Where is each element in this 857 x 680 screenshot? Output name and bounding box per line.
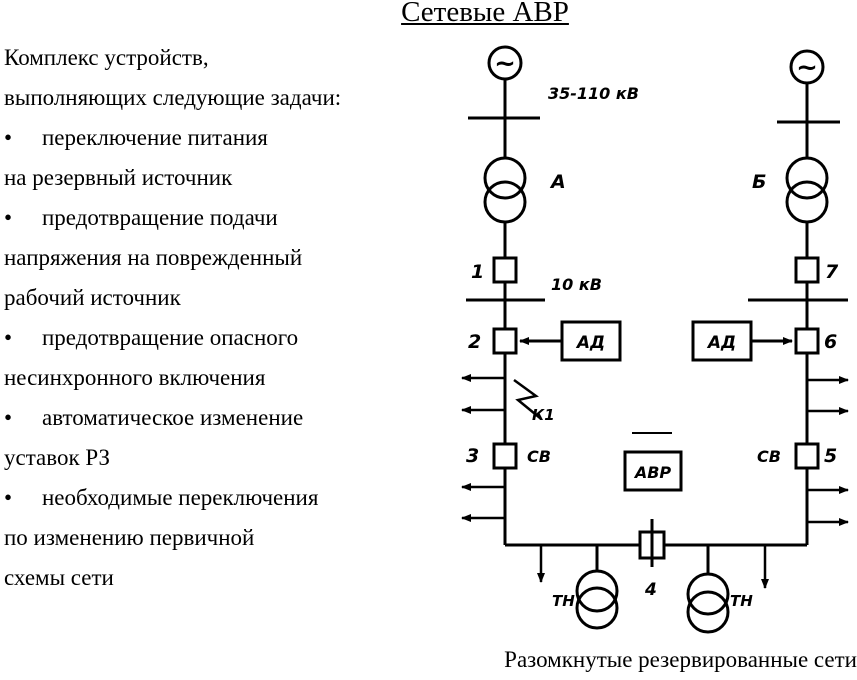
bullet-continuation: схемы сети (4, 565, 114, 590)
breaker-2 (492, 327, 518, 355)
sv-label-right: СВ (757, 447, 781, 466)
bullet-text: предотвращение подачи (42, 205, 278, 230)
bullet-text: необходимые переключения (42, 485, 319, 510)
breaker-6 (794, 327, 820, 355)
breaker-1 (492, 256, 518, 284)
generator-b (789, 49, 825, 122)
voltage-transformer-right (686, 545, 730, 634)
avr-label: АВР (633, 463, 672, 482)
source-a-label: А (549, 171, 566, 193)
fault-k1-label: К1 (532, 406, 555, 424)
voltage-transformer-left (575, 545, 619, 630)
bullet-continuation: несинхронного включения (4, 365, 266, 390)
bullet-marker: • (4, 205, 13, 230)
breaker-3-label: 3 (466, 445, 479, 467)
bullet-text: предотвращение опасного (42, 325, 299, 350)
breaker-5 (794, 442, 820, 470)
sv-label-left: СВ (527, 447, 551, 466)
breaker-7 (794, 256, 820, 284)
transformer-b (785, 156, 829, 224)
bullet-continuation: рабочий источник (4, 285, 181, 310)
description-text: Комплекс устройств, выполняющих следующи… (4, 38, 424, 598)
ad-label-right: АД (706, 333, 736, 353)
bullet-marker: • (4, 485, 13, 510)
breaker-1-label: 1 (471, 261, 484, 283)
diagram-caption: Разомкнутые резервированные сети (504, 647, 857, 672)
bullet-continuation: уставок РЗ (4, 445, 110, 470)
intro-line: Комплекс устройств, (4, 45, 209, 70)
intro-line: выполняющих следующие задачи: (4, 85, 342, 110)
bullet-continuation: по изменению первичной (4, 525, 255, 550)
bullet-text: автоматическое изменение (42, 405, 304, 430)
bullet-continuation: на резервный источник (4, 165, 233, 190)
transformer-a (483, 156, 527, 224)
breaker-7-label: 7 (825, 261, 839, 283)
single-line-diagram: ~ ~ 35-110 кВ 10 кВ А Б 1 2 3 4 5 6 7 СВ… (461, 45, 849, 634)
bullet-item: • предотвращение опасного (4, 318, 424, 358)
generator-symbol-b: ~ (796, 53, 818, 83)
breaker-2-label: 2 (468, 331, 481, 353)
bullet-item: • автоматическое изменение (4, 398, 424, 438)
breaker-5-label: 5 (824, 445, 837, 467)
avr-block (623, 450, 683, 492)
ad-label-left: АД (575, 333, 605, 353)
bullet-text: переключение питания (42, 125, 268, 150)
voltage-label-low: 10 кВ (551, 275, 602, 294)
breaker-3 (492, 442, 518, 470)
bullet-item: • переключение питания (4, 118, 424, 158)
voltage-label-high: 35-110 кВ (548, 84, 639, 103)
bullet-continuation: напряжения на поврежденный (4, 245, 303, 270)
generator-a (487, 45, 523, 118)
breaker-6-label: 6 (824, 331, 837, 353)
bullet-item: • предотвращение подачи (4, 198, 424, 238)
tn-label-right: ТН (730, 592, 753, 610)
page-title: Сетевые АВР (401, 0, 569, 28)
source-b-label: Б (752, 171, 766, 193)
breaker-4-label: 4 (644, 580, 657, 600)
bullet-item: • необходимые переключения (4, 478, 424, 518)
tn-label-left: ТН (552, 592, 575, 610)
feeder-arrows (461, 374, 849, 589)
generator-symbol-a: ~ (494, 49, 516, 79)
bullet-marker: • (4, 125, 13, 150)
bullet-marker: • (4, 325, 13, 350)
bullet-marker: • (4, 405, 13, 430)
fault-k1-mark (513, 378, 541, 419)
